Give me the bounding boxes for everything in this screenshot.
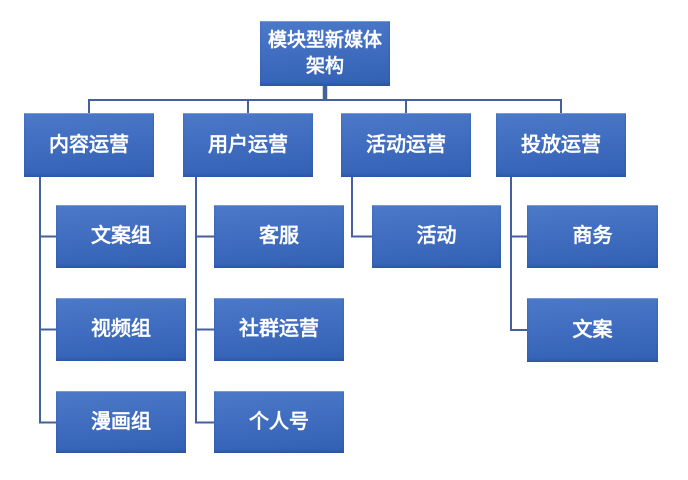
node-label: 用户运营 xyxy=(208,133,288,156)
connector-branch-placement xyxy=(510,177,527,331)
node-label: 活动运营 xyxy=(366,133,446,156)
connector-branch-content xyxy=(39,177,56,424)
node-label: 活动 xyxy=(416,225,457,247)
node-label: 文案组 xyxy=(91,225,151,247)
diagram-node-root[interactable]: 模块型新媒体架构 xyxy=(260,21,390,86)
diagram-node-activity[interactable]: 活动 xyxy=(372,205,501,268)
node-label: 视频组 xyxy=(91,318,151,340)
node-label: 漫画组 xyxy=(91,410,151,433)
diagram-node-user-ops[interactable]: 用户运营 xyxy=(183,113,313,177)
node-label: 投放运营 xyxy=(521,133,601,156)
diagram-node-copy-group[interactable]: 文案组 xyxy=(56,205,186,268)
node-label: 文案 xyxy=(572,318,613,341)
node-label: 客服 xyxy=(259,225,299,247)
diagram-node-personal-account[interactable]: 个人号 xyxy=(214,391,344,453)
node-label: 内容运营 xyxy=(49,133,129,156)
node-label: 个人号 xyxy=(249,410,309,433)
connector-branch-user xyxy=(195,177,214,424)
diagram-node-business[interactable]: 商务 xyxy=(527,205,658,268)
diagram-node-comic-group[interactable]: 漫画组 xyxy=(56,391,186,453)
connector-branch-activity xyxy=(351,177,372,238)
connector-level2-bus xyxy=(88,99,562,113)
diagram-node-content-ops[interactable]: 内容运营 xyxy=(24,113,154,177)
diagram-node-placement-ops[interactable]: 投放运营 xyxy=(496,113,626,177)
diagram-node-customer-service[interactable]: 客服 xyxy=(214,205,344,268)
diagram-node-copywriting[interactable]: 文案 xyxy=(527,298,658,362)
node-label: 社群运营 xyxy=(239,318,319,340)
diagram-node-activity-ops[interactable]: 活动运营 xyxy=(341,113,471,177)
diagram-node-video-group[interactable]: 视频组 xyxy=(56,298,186,361)
node-label: 模块型新媒体架构 xyxy=(267,29,382,77)
node-label: 商务 xyxy=(572,225,613,247)
diagram-node-community-ops[interactable]: 社群运营 xyxy=(214,298,344,361)
